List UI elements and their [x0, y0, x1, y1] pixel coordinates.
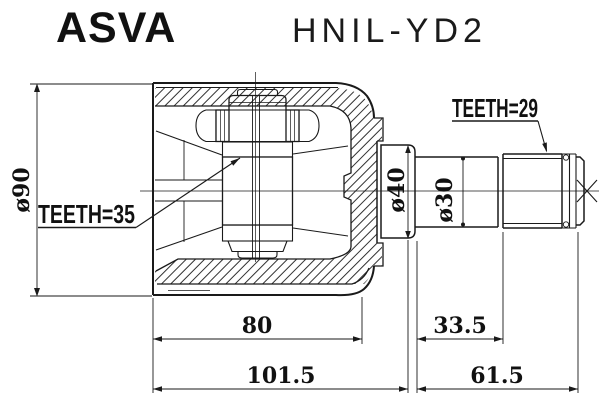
teeth35-label: TEETH=35 [38, 199, 135, 229]
roller-lobe-left [195, 109, 217, 143]
brand-logo: ASVA [56, 4, 177, 52]
stub-cap-top [228, 94, 287, 110]
needle-cage-left [215, 109, 230, 143]
stub-cap-bottom [227, 240, 288, 253]
dim-collar-diameter: ø40 [384, 167, 410, 212]
dim-shaft-length: 61.5 [470, 363, 524, 389]
output-shaft [380, 144, 598, 239]
part-number: HNIL-YD2 [292, 12, 487, 50]
housing-bore-lines [155, 130, 349, 251]
dim-housing-width: 80 [242, 313, 273, 339]
teeth29-label: TEETH=29 [452, 93, 538, 123]
tripod-roller-assembly [195, 88, 320, 259]
shaft-collar [380, 144, 416, 239]
dimension-lines: ø90 ø40 ø30 80 33.5 101.5 61.5 [9, 83, 579, 393]
snap-ring-bottom [562, 221, 570, 228]
callout-teeth-inner: TEETH=35 [38, 157, 241, 229]
dim-spline-length: 33.5 [433, 313, 487, 339]
trunnion-hub-top [221, 141, 294, 158]
trunnion-hub-bottom [221, 224, 294, 242]
dim-body-length: 101.5 [247, 363, 316, 389]
needle-cage-right [285, 109, 300, 143]
roller-lobe-right [298, 109, 320, 143]
trunnion-stem [252, 95, 260, 258]
dim-shaft-diameter: ø30 [432, 177, 458, 222]
housing-section [152, 82, 384, 297]
snap-ring-top [562, 154, 570, 161]
callout-teeth-outer: TEETH=29 [452, 93, 548, 153]
dim-housing-diameter: ø90 [9, 167, 35, 212]
